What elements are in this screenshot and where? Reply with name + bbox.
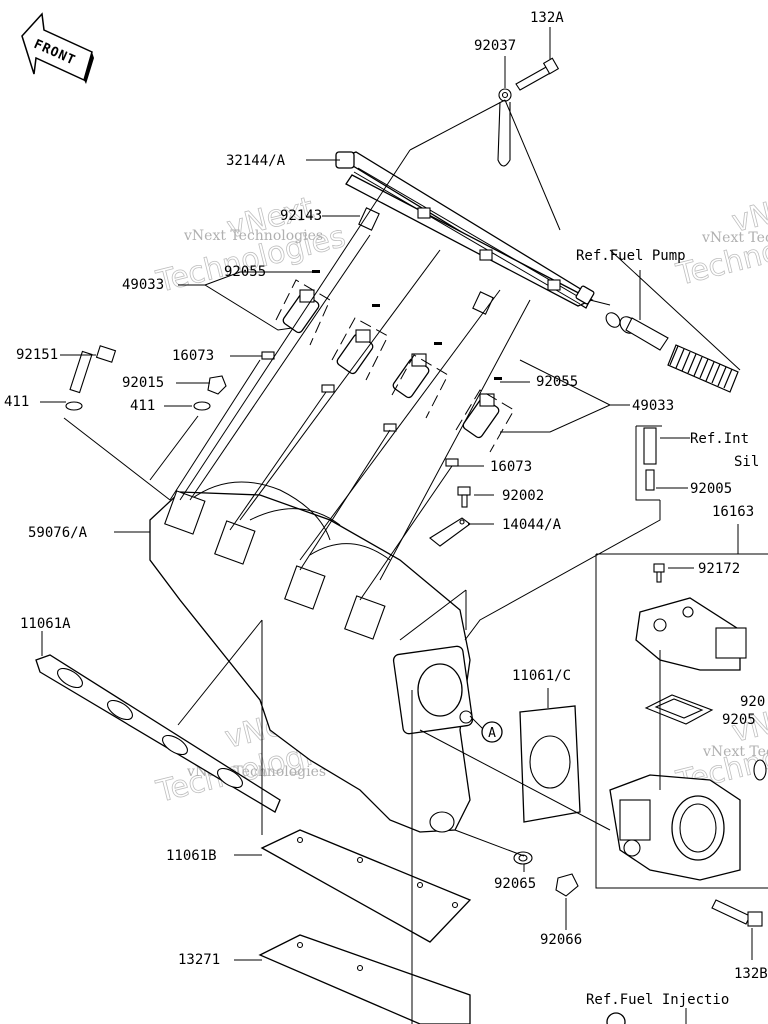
label-11061a: 11061A [20,616,71,632]
gasket-11061a [35,654,281,813]
nut-92015 [207,375,227,395]
washer-92065 [513,851,533,865]
label-32144a: 32144/A [226,153,286,169]
gasket-920 [644,694,714,725]
injector-brackets [275,279,515,453]
intake-manifold-59076a [149,481,474,833]
label-411-a: 411 [4,394,29,410]
injector-3 [392,353,430,399]
label-132b: 132B [734,966,768,982]
label-92151: 92151 [16,347,58,363]
label-92037: 92037 [474,38,516,54]
fuel-rail-32144a [335,151,595,309]
label-92065: 92065 [494,876,536,892]
label-92143: 92143 [280,208,322,224]
clamp-92037 [497,88,512,167]
label-411-b: 411 [130,398,155,414]
label-92172: 92172 [698,561,740,577]
tube-92005 [643,427,657,491]
part-labels: 132A 92037 32144/A 92143 49033 92055 921… [4,10,768,1008]
label-92066: 92066 [540,932,582,948]
washer-411-left [65,401,83,411]
callout-a-bottom [606,1012,626,1024]
label-ref-fuel-injection: Ref.Fuel Injectio [586,992,729,1008]
label-92005: 92005 [690,481,732,497]
washer-411-right [193,401,211,411]
label-92055-left: 92055 [224,264,266,280]
svg-text:vNext Technologies: vNext Technologies [183,228,323,244]
svg-text:vNext Technologies: vNext Technologies [701,230,768,246]
label-ref-int: Ref.Int [690,431,749,447]
front-arrow-badge: FRONT [21,12,94,84]
injector-2 [336,329,374,375]
bolt-92151 [69,345,117,394]
collars-92143 [358,207,494,315]
label-132a: 132A [530,10,564,26]
label-14044a: 14044/A [502,517,562,533]
bracket-14044a [429,517,471,547]
label-16163: 16163 [712,504,754,520]
label-11061c: 11061/C [512,668,571,684]
o-rings-92055 [312,270,502,380]
label-16073-right: 16073 [490,459,532,475]
label-13271: 13271 [178,952,220,968]
screw-92172 [653,563,665,583]
svg-text:A: A [488,726,496,741]
svg-text:vNext Technologies: vNext Technologies [702,744,768,760]
label-9205: 9205 [722,712,756,728]
label-92002: 92002 [502,488,544,504]
cover-13271 [258,934,471,1024]
label-ref-fuel-pump: Ref.Fuel Pump [576,248,686,264]
label-920: 920 [740,694,765,710]
throttle-body [609,759,767,881]
injector-4 [462,393,500,439]
fuel-hose-spring [667,344,739,393]
bolt-132b [711,899,763,927]
label-59076a: 59076/A [28,525,88,541]
callout-a: A [481,721,503,743]
watermark-top-right: vNext Technologies vNext Technologies [672,184,768,293]
label-11061b: 11061B [166,848,217,864]
label-sil: Sil [734,454,759,470]
label-92055-right: 92055 [536,374,578,390]
gasket-11061c [519,705,581,823]
bolt-132a [515,57,560,91]
label-16073-left: 16073 [172,348,214,364]
fuel-pump-connector [605,312,739,393]
bolt-92002 [457,486,471,508]
gasket-11061b [260,829,472,943]
label-92015: 92015 [122,375,164,391]
label-49033-left: 49033 [122,277,164,293]
watermark-top: vNext Technologies vNext Technologies [152,190,349,300]
label-49033-right: 49033 [632,398,674,414]
plug-92066 [555,873,579,897]
leader-lines [40,27,768,1024]
throttle-sensor [635,597,747,671]
